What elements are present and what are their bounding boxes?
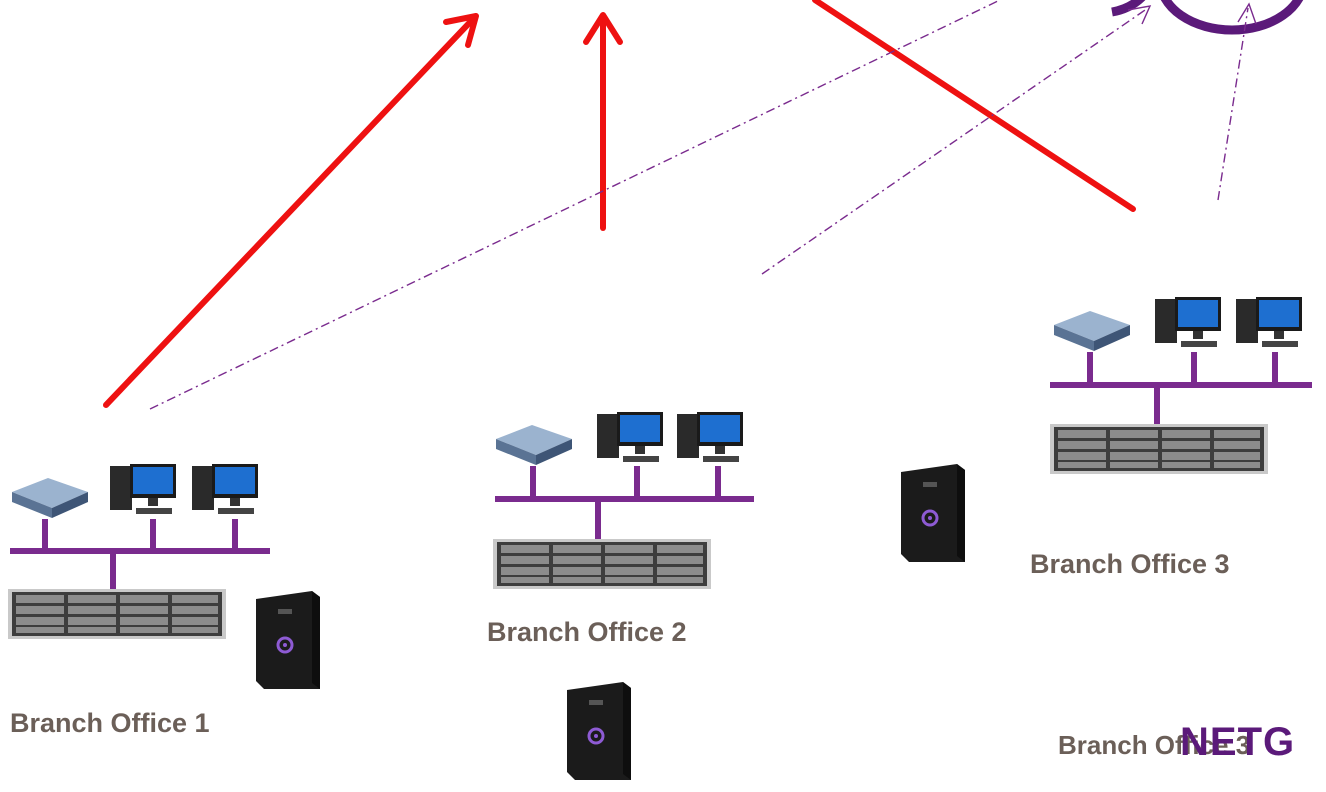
network-appliance-icon	[496, 425, 572, 465]
rackmount-storage-icon	[1050, 424, 1268, 474]
dashed-link-branch1	[149, 0, 1001, 410]
desktop-nas-icon	[901, 464, 965, 562]
network-appliance-icon	[12, 478, 88, 518]
dashed-link-branch2	[761, 7, 1149, 275]
branch-office-1-label: Branch Office 1	[10, 708, 210, 738]
branch-office-2-label: Branch Office 2	[487, 617, 687, 647]
desktop-computer-icon	[677, 412, 743, 462]
desktop-nas-icon	[567, 682, 631, 780]
netgear-logo: NETG	[1180, 720, 1296, 764]
red-arrow-branch1	[103, 13, 479, 408]
rackmount-storage-icon	[8, 589, 226, 639]
network-bus-branch1	[10, 519, 270, 590]
desktop-computer-icon	[1155, 297, 1221, 347]
branch-office-3-duplicate-label: Branch Office 3	[1058, 730, 1251, 760]
cloud-ring-icon	[1111, 0, 1304, 35]
rackmount-storage-icon	[493, 539, 711, 589]
red-arrow-branch2	[583, 12, 623, 231]
desktop-nas-icon	[256, 591, 320, 689]
branch-office-3-label: Branch Office 3	[1030, 549, 1230, 579]
red-line-branch3	[812, 0, 1136, 212]
dashed-arrowhead	[1127, 5, 1152, 25]
network-appliance-icon	[1054, 311, 1130, 351]
desktop-computer-icon	[597, 412, 663, 462]
dashed-arrowhead-branch3	[1237, 2, 1257, 25]
desktop-computer-icon	[110, 464, 176, 514]
network-bus-branch3	[1050, 352, 1312, 425]
network-bus-branch2	[495, 466, 754, 540]
dashed-link-branch3	[1217, 7, 1249, 201]
desktop-computer-icon	[1236, 297, 1302, 347]
desktop-computer-icon	[192, 464, 258, 514]
